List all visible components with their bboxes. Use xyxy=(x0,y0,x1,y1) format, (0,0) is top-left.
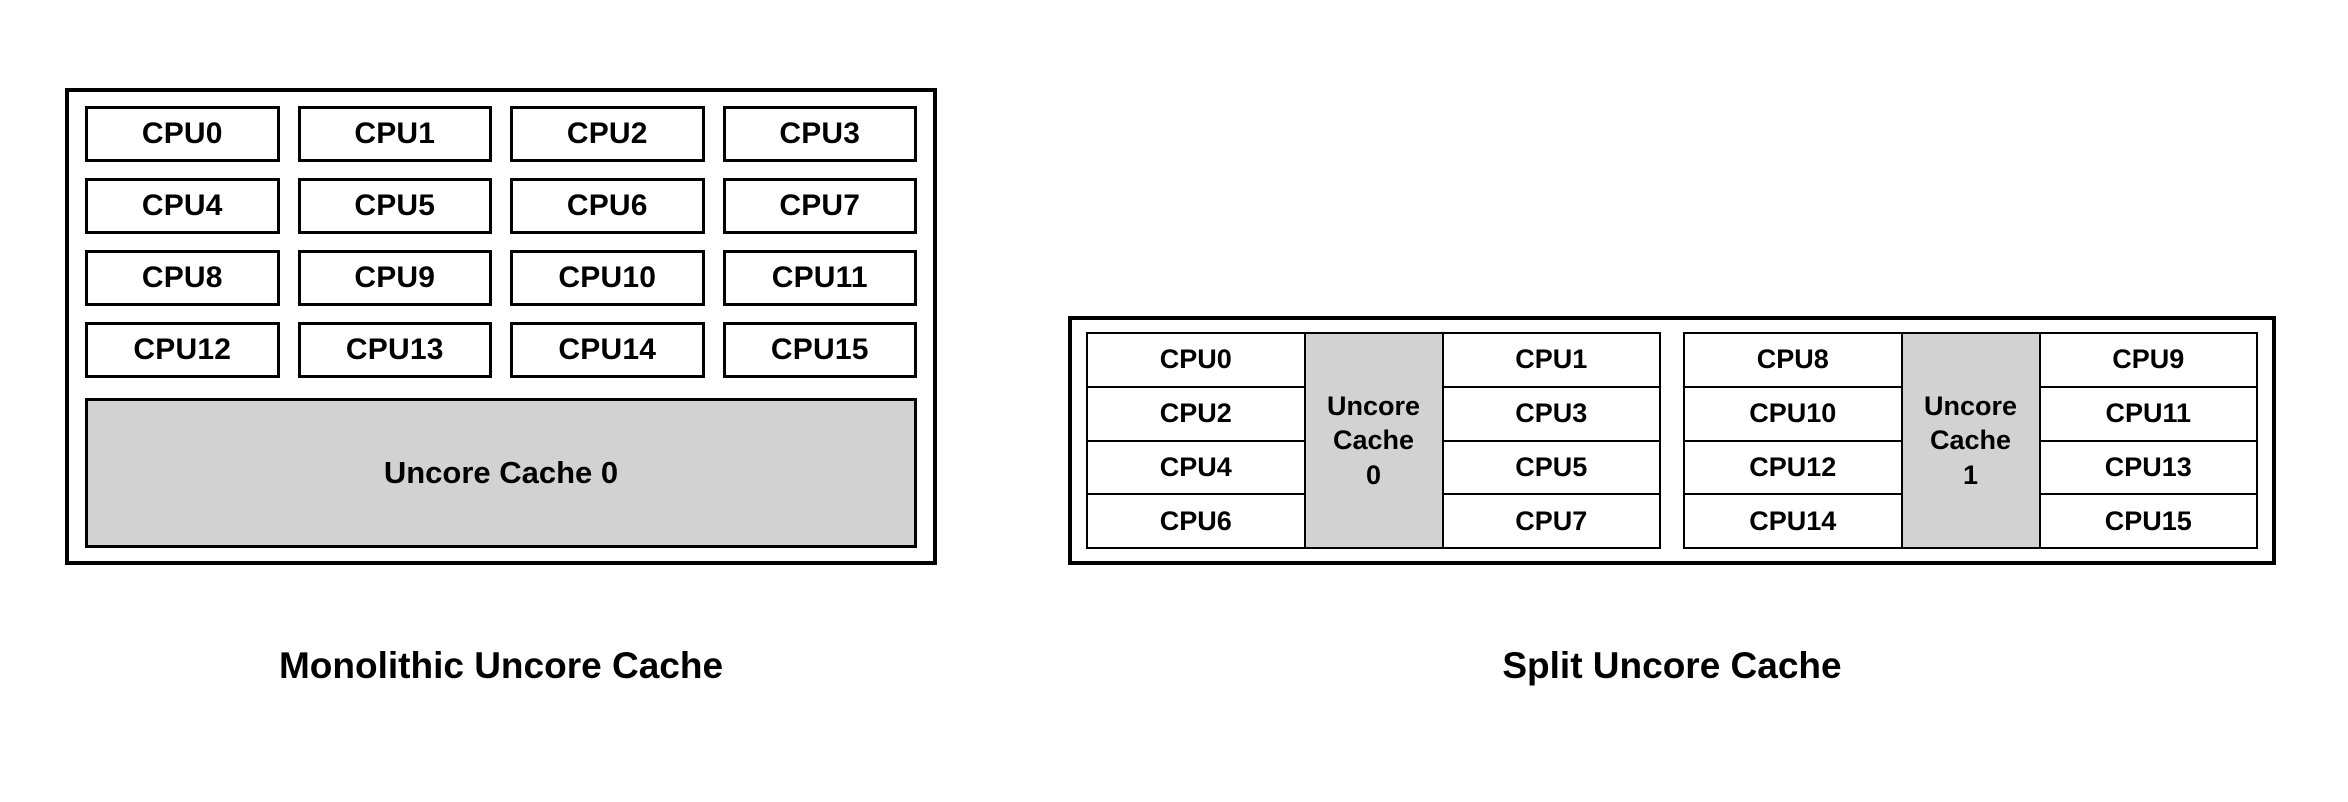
monolithic-uncore-diagram: CPU0 CPU1 CPU2 CPU3 CPU4 CPU5 CPU6 CPU7 … xyxy=(65,88,937,565)
uncore-cache-label-line2: Cache xyxy=(1332,425,1415,456)
cpu-box: CPU14 xyxy=(510,322,705,378)
cpu-box: CPU6 xyxy=(1086,493,1306,549)
uncore-cache-label-line3: 1 xyxy=(1962,459,1979,490)
caption-split: Split Uncore Cache xyxy=(1502,645,1842,686)
cpu-box: CPU8 xyxy=(85,250,280,306)
cpu-box: CPU4 xyxy=(1086,439,1306,496)
cpu-column-right: CPU9 CPU11 CPU13 CPU15 xyxy=(2038,332,2258,549)
split-uncore-diagram: CPU0 CPU2 CPU4 CPU6 Uncore Cache 0 CPU1 … xyxy=(1068,316,2276,565)
cpu-box: CPU13 xyxy=(297,322,492,378)
uncore-cache-block: Uncore Cache 1 xyxy=(1900,332,2041,549)
cpu-box: CPU8 xyxy=(1683,332,1903,388)
cpu-box: CPU15 xyxy=(2038,493,2258,549)
cpu-box: CPU7 xyxy=(1441,493,1661,549)
cpu-box: CPU9 xyxy=(297,250,492,306)
cpu-box: CPU7 xyxy=(722,178,917,234)
cpu-box: CPU2 xyxy=(510,106,705,162)
uncore-cache-label-line3: 0 xyxy=(1365,459,1382,490)
cpu-box: CPU3 xyxy=(1441,385,1661,442)
cpu-box: CPU10 xyxy=(510,250,705,306)
cpu-column-right: CPU1 CPU3 CPU5 CPU7 xyxy=(1441,332,1661,549)
cpu-box: CPU1 xyxy=(1441,332,1661,388)
uncore-cache-block: Uncore Cache 0 xyxy=(1303,332,1444,549)
uncore-cache-label-line1: Uncore xyxy=(1326,391,1421,422)
cpu-box: CPU12 xyxy=(1683,439,1903,496)
cpu-box: CPU9 xyxy=(2038,332,2258,388)
cpu-box: CPU12 xyxy=(85,322,280,378)
cpu-box: CPU0 xyxy=(85,106,280,162)
split-cluster-1: CPU8 CPU10 CPU12 CPU14 Uncore Cache 1 CP… xyxy=(1683,332,2258,549)
split-cluster-0: CPU0 CPU2 CPU4 CPU6 Uncore Cache 0 CPU1 … xyxy=(1086,332,1661,549)
cpu-box: CPU5 xyxy=(297,178,492,234)
uncore-cache-label-line2: Cache xyxy=(1929,425,2012,456)
cpu-box: CPU5 xyxy=(1441,439,1661,496)
cpu-column-left: CPU0 CPU2 CPU4 CPU6 xyxy=(1086,332,1306,549)
caption-monolithic: Monolithic Uncore Cache xyxy=(278,645,724,686)
cpu-box: CPU11 xyxy=(722,250,917,306)
cpu-box: CPU6 xyxy=(510,178,705,234)
cpu-grid-monolithic: CPU0 CPU1 CPU2 CPU3 CPU4 CPU5 CPU6 CPU7 … xyxy=(85,106,917,378)
uncore-cache-block: Uncore Cache 0 xyxy=(85,398,917,548)
cpu-box: CPU2 xyxy=(1086,385,1306,442)
cpu-box: CPU10 xyxy=(1683,385,1903,442)
cpu-box: CPU13 xyxy=(2038,439,2258,496)
cpu-box: CPU14 xyxy=(1683,493,1903,549)
cpu-box: CPU11 xyxy=(2038,385,2258,442)
cpu-box: CPU4 xyxy=(85,178,280,234)
cpu-box: CPU1 xyxy=(297,106,492,162)
cpu-column-left: CPU8 CPU10 CPU12 CPU14 xyxy=(1683,332,1903,549)
cpu-box: CPU15 xyxy=(722,322,917,378)
cpu-box: CPU0 xyxy=(1086,332,1306,388)
uncore-cache-label-line1: Uncore xyxy=(1923,391,2018,422)
cpu-box: CPU3 xyxy=(722,106,917,162)
